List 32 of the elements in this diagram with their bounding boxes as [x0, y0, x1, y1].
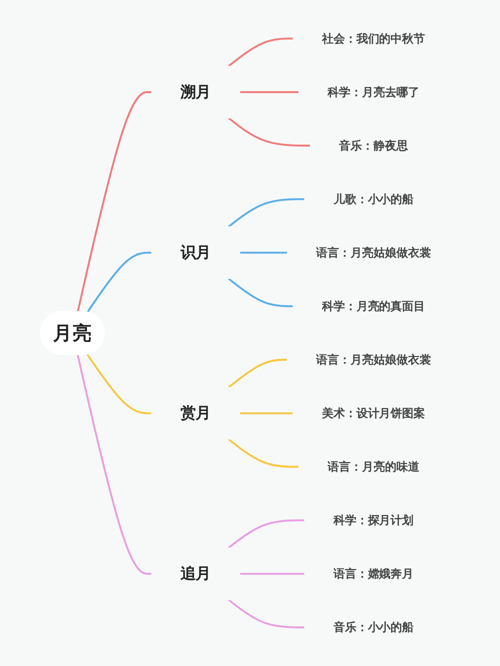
node-text: 音乐：静夜思: [338, 138, 408, 152]
connector: [228, 278, 294, 308]
connector: [76, 91, 152, 312]
node-text: 赏月: [180, 404, 211, 422]
node-text: 语言：月亮的味道: [328, 460, 420, 474]
node-text: 音乐：小小的船: [333, 620, 414, 634]
connector: [240, 412, 294, 414]
node-text: 科学：月亮的真面目: [322, 300, 426, 313]
connector: [228, 117, 310, 147]
node-text: 语言：嫦娥奔月: [333, 567, 414, 581]
connector: [76, 354, 152, 575]
node-text: 识月: [180, 243, 211, 262]
node-text: 美术：设计月饼图案: [322, 406, 426, 420]
connector: [228, 519, 305, 549]
node-text: 溯月: [180, 82, 211, 101]
connector: [228, 598, 305, 628]
node-text: 语言：月亮姑娘做衣裳: [316, 353, 431, 366]
node-text: 儿歌：小小的船: [333, 192, 414, 206]
connector: [228, 38, 294, 68]
node-text: 科学：月亮去哪了: [328, 85, 420, 99]
node-text: 语言：月亮姑娘做衣裳: [316, 246, 431, 260]
connector: [228, 358, 288, 388]
node-text: 追月: [180, 564, 211, 582]
connector: [240, 572, 305, 575]
node-text: 科学：探月计划: [333, 514, 414, 528]
connector: [228, 438, 299, 468]
connector: [240, 91, 299, 94]
node-text: 社会：我们的中秋节: [322, 32, 426, 46]
connector: [240, 252, 288, 254]
connector: [228, 198, 305, 228]
connector: [86, 252, 152, 313]
connector: [86, 354, 152, 414]
